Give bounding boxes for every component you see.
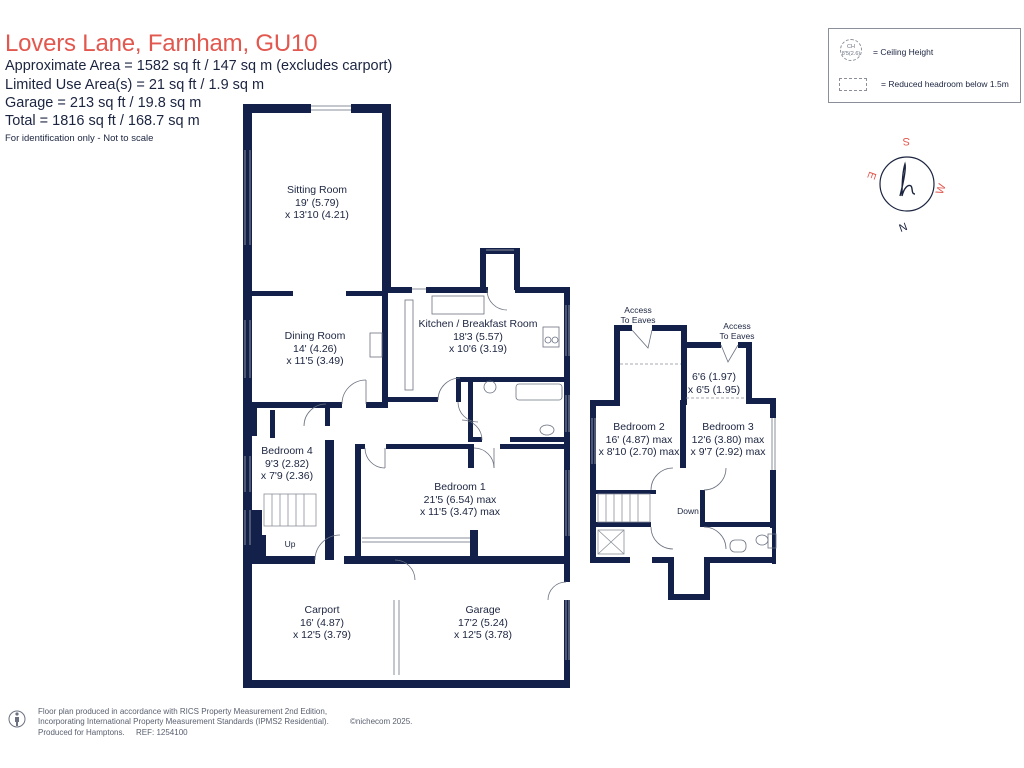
reduced-headroom [620, 363, 746, 399]
footer-brand: ©nichecom 2025. [350, 717, 413, 726]
room-dining-dim1: 14' (4.26) [292, 342, 338, 355]
room-kitchen: Kitchen / Breakfast Room 18'3 (5.57) x 1… [418, 318, 537, 356]
room-garage: Garage 17'2 (5.24) x 12'5 (3.78) [454, 604, 512, 642]
access-eaves-2-line2: To Eaves [719, 331, 755, 341]
room-bedroom3-dim2: x 9'7 (2.92) max [690, 446, 766, 458]
room-dining: Dining Room 14' (4.26) x 11'5 (3.49) [285, 330, 346, 368]
plan-title: Lovers Lane, Farnham, GU10 [5, 30, 318, 57]
room-bedroom4: Bedroom 4 9'3 (2.82) x 7'9 (2.36) [261, 445, 313, 483]
room-bedroom1-dim1: 21'5 (6.54) max [423, 493, 497, 506]
room-bedroom4-dim2: x 7'9 (2.36) [260, 470, 314, 482]
room-landing-extra: 6'6 (1.97) x 6'5 (1.95) [688, 371, 740, 396]
room-bedroom3-name: Bedroom 3 [702, 421, 754, 433]
room-bedroom1-dim2: x 11'5 (3.47) max [419, 506, 501, 518]
room-garage-dim1: 17'2 (5.24) [458, 616, 508, 629]
area-line-limited: Limited Use Area(s) = 21 sq ft / 1.9 sq … [5, 77, 265, 93]
access-eaves-2-line1: Access [723, 321, 751, 331]
door-swings [303, 289, 739, 601]
walls [243, 104, 776, 688]
room-bedroom4-dim1: 9'3 (2.82) [264, 457, 310, 470]
room-sitting-name: Sitting Room [286, 184, 348, 196]
room-carport-dim2: x 12'5 (3.79) [292, 629, 352, 641]
access-eaves-2: Access To Eaves [720, 321, 755, 341]
ch-symbol-top: CH [847, 44, 855, 50]
logo-h-icon [899, 161, 916, 197]
stairs-down-label: Down [677, 506, 699, 516]
room-bedroom3-dim1: 12'6 (3.80) max [691, 433, 765, 446]
compass: S W E N [866, 135, 948, 234]
access-eaves-1-line1: Access [624, 305, 652, 315]
room-bedroom1: Bedroom 1 21'5 (6.54) max x 11'5 (3.47) … [420, 481, 500, 519]
room-sitting-dim2: x 13'10 (4.21) [285, 209, 349, 221]
stairs [263, 493, 651, 555]
compass-s: S [903, 135, 910, 147]
compass-n: N [898, 221, 910, 234]
footer-ref: REF: 1254100 [136, 728, 188, 737]
landing-extra-dim1: 6'6 (1.97) [691, 371, 737, 383]
room-carport-dim1: 16' (4.87) [299, 616, 345, 629]
room-bedroom2-dim2: x 8'10 (2.70) max [598, 446, 680, 458]
landing-extra-dim2: x 6'5 (1.95) [687, 383, 741, 396]
room-garage-name: Garage [465, 604, 501, 616]
legend-reduced-headroom: = Reduced headroom below 1.5m [881, 79, 1009, 89]
legend-ceiling-height: = Ceiling Height [873, 47, 934, 57]
room-bedroom2: Bedroom 2 16' (4.87) max x 8'10 (2.70) m… [599, 421, 680, 459]
room-sitting: Sitting Room 19' (5.79) x 13'10 (4.21) [285, 184, 349, 222]
room-bedroom2-name: Bedroom 2 [613, 421, 665, 433]
legend: CH 8'5(2.6) = Ceiling Height = Reduced h… [828, 28, 1021, 103]
access-eaves-1: Access To Eaves [621, 305, 656, 325]
ch-symbol-bottom: 8'5(2.6) [841, 51, 861, 57]
stairs-up-label: Up [284, 539, 296, 549]
room-bedroom1-name: Bedroom 1 [434, 481, 486, 493]
room-kitchen-dim2: x 10'6 (3.19) [448, 343, 508, 355]
compass-e: E [866, 170, 878, 181]
area-line-total: Total = 1816 sq ft / 168.7 sq m [5, 113, 200, 129]
room-bedroom2-dim1: 16' (4.87) max [605, 433, 673, 446]
room-carport-name: Carport [304, 604, 340, 616]
fixtures [369, 295, 777, 553]
room-dining-dim2: x 11'5 (3.49) [286, 355, 344, 367]
room-carport: Carport 16' (4.87) x 12'5 (3.79) [293, 604, 351, 642]
windows [244, 105, 776, 675]
room-garage-dim2: x 12'5 (3.78) [453, 629, 513, 641]
room-dining-name: Dining Room [284, 330, 346, 342]
room-kitchen-dim1: 18'3 (5.57) [453, 330, 503, 343]
room-sitting-dim1: 19' (5.79) [294, 196, 340, 209]
footer-line1: Floor plan produced in accordance with R… [38, 707, 328, 716]
room-bedroom4-name: Bedroom 4 [261, 445, 313, 457]
area-line-approx: Approximate Area = 1582 sq ft / 147 sq m… [5, 58, 393, 74]
identification-note: For identification only - Not to scale [5, 133, 154, 144]
person-scale-icon [8, 710, 26, 728]
room-kitchen-name: Kitchen / Breakfast Room [418, 318, 538, 330]
ceiling-height-symbol: CH 8'5(2.6) [840, 39, 862, 61]
footer-line3: Produced for Hamptons. [38, 728, 125, 737]
compass-w: W [934, 182, 948, 196]
area-line-garage: Garage = 213 sq ft / 19.8 sq m [5, 95, 202, 111]
reduced-headroom-symbol [839, 78, 867, 91]
room-bedroom3: Bedroom 3 12'6 (3.80) max x 9'7 (2.92) m… [691, 421, 766, 459]
access-eaves-1-line2: To Eaves [620, 315, 656, 325]
footer-line2: Incorporating International Property Mea… [38, 717, 329, 726]
